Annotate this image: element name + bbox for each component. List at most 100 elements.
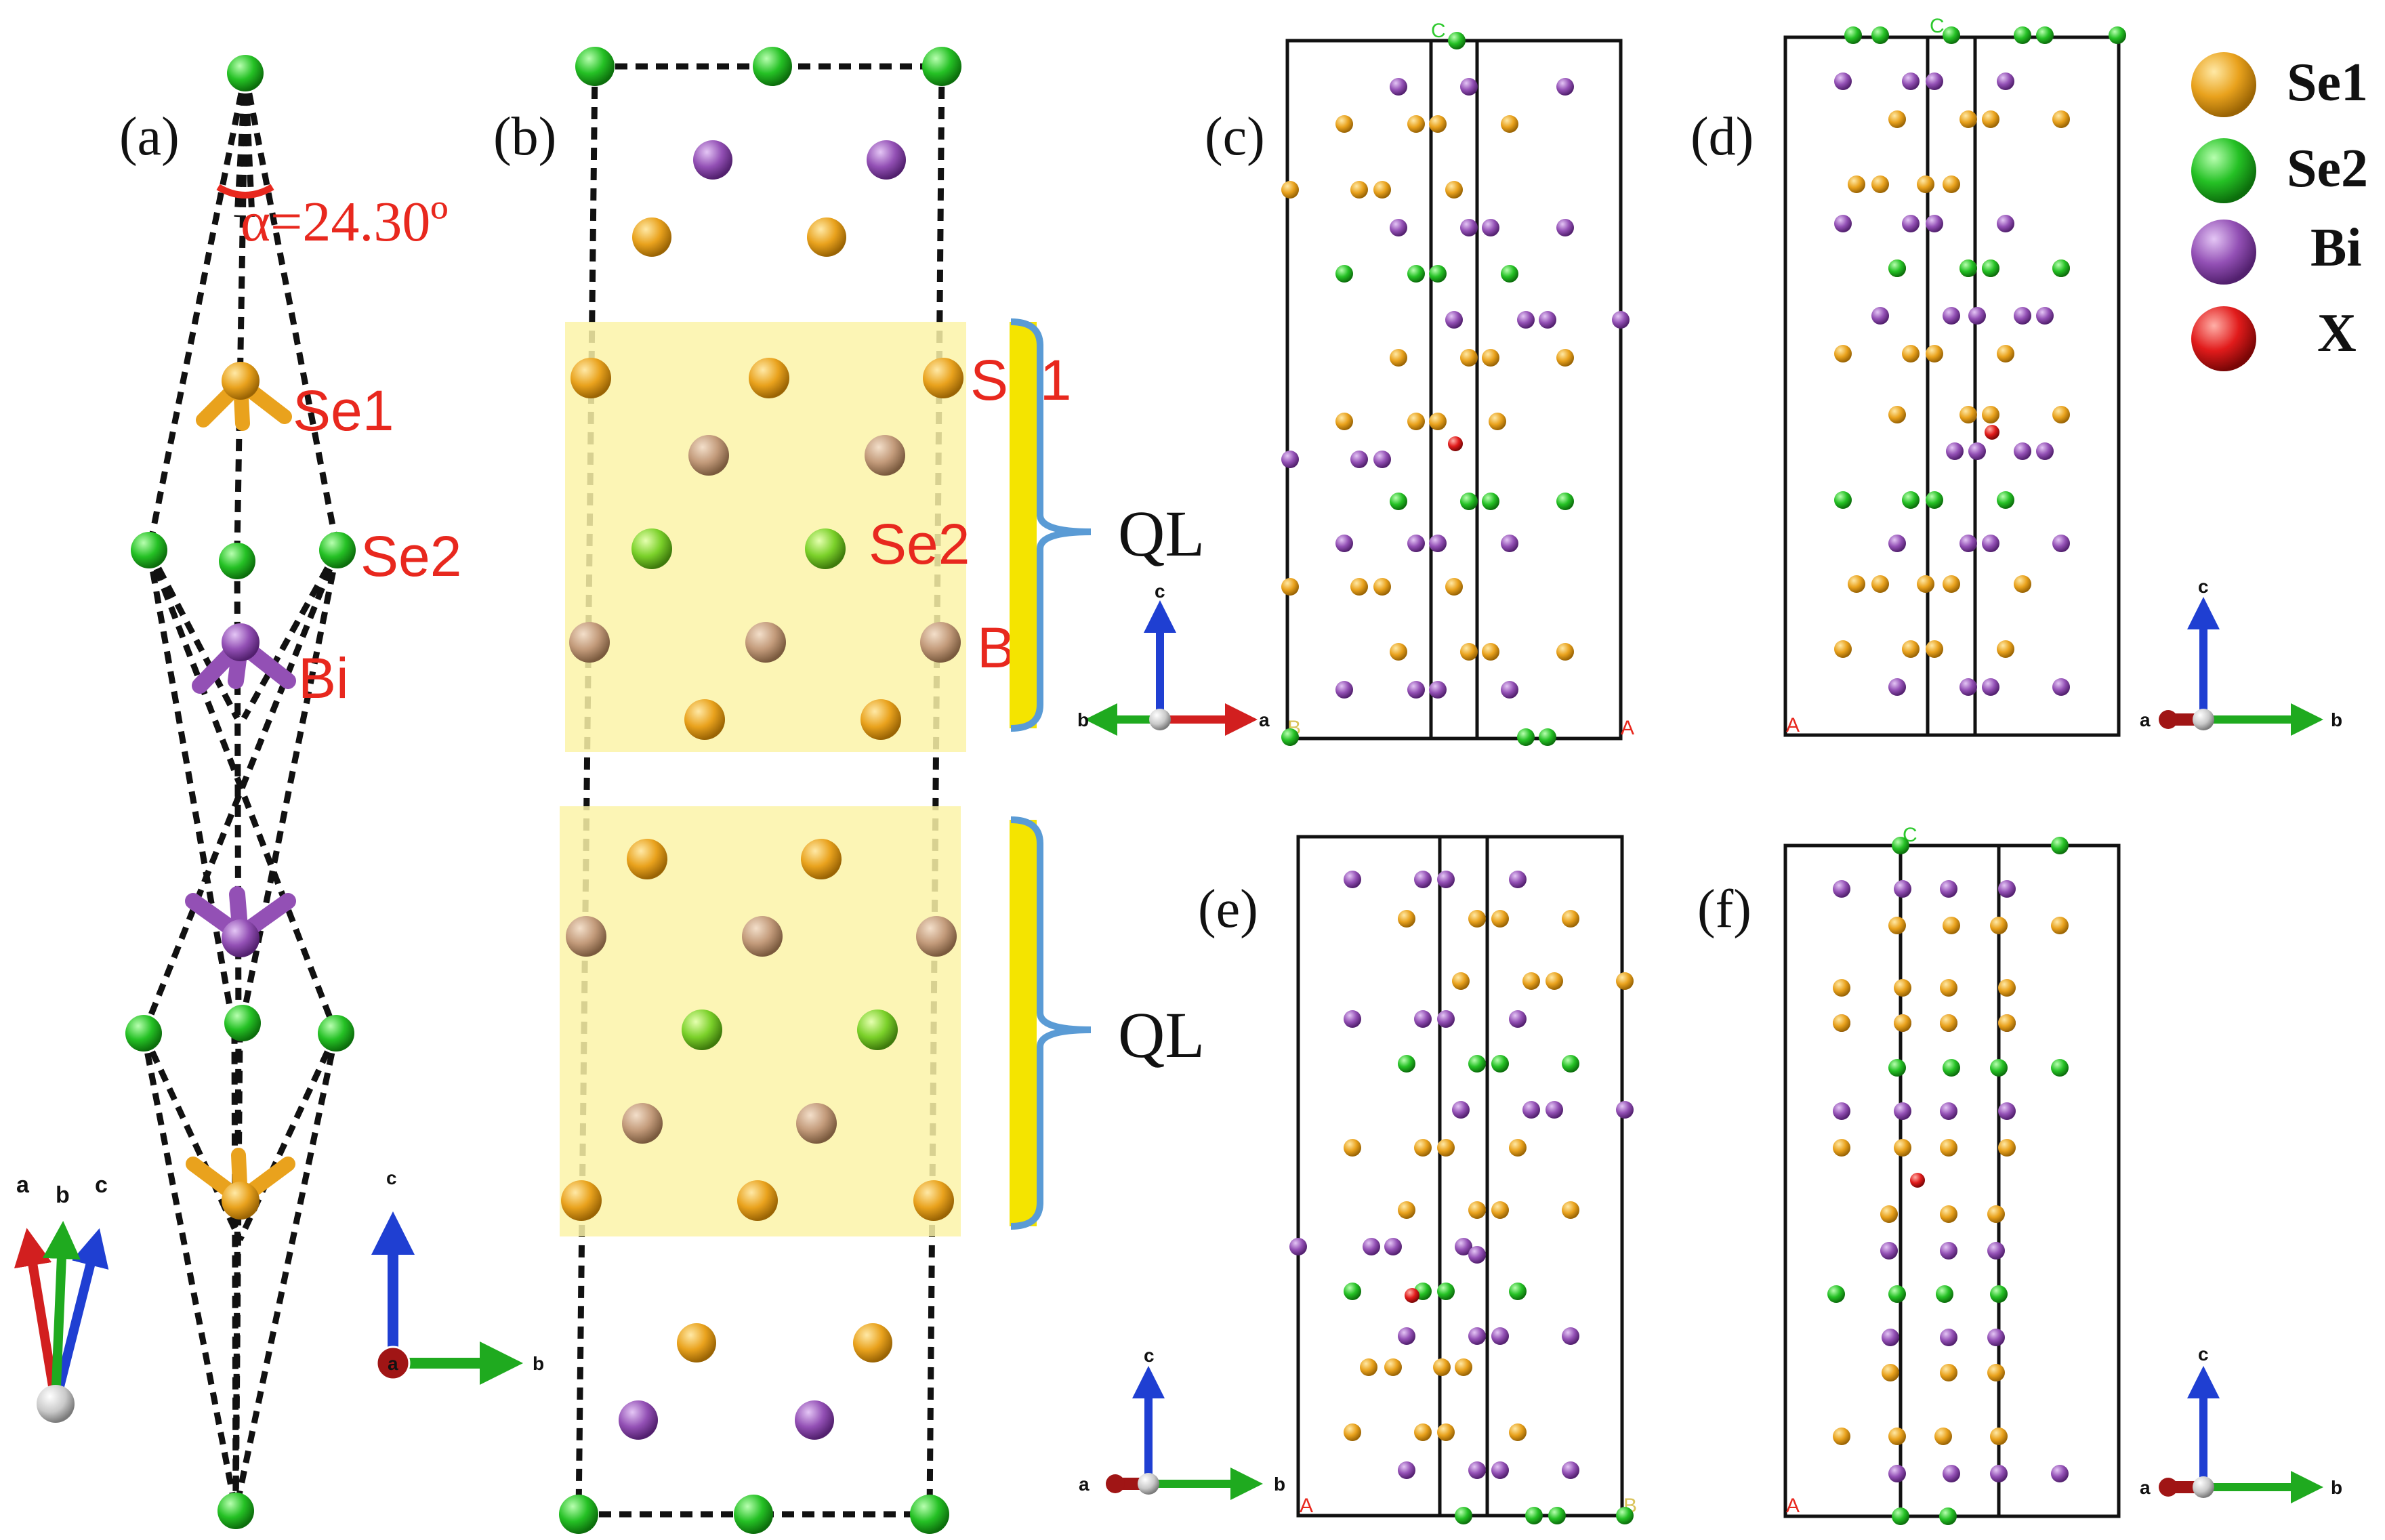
- se2-atom: [1827, 1285, 1845, 1303]
- se2-atom: [319, 532, 356, 568]
- bi-atom: [920, 622, 961, 663]
- bi-atom: [1612, 311, 1630, 329]
- se1-atom: [1997, 345, 2014, 362]
- panel-d: (d) C A c a b: [1691, 15, 2342, 737]
- axis-label-b: b: [1077, 709, 1089, 730]
- se1-atom: [1990, 917, 2008, 934]
- bi-atom: [2052, 678, 2070, 696]
- axis-label-a: a: [1079, 1474, 1090, 1495]
- bi-atom: [1455, 1238, 1472, 1255]
- bi-atom: [1460, 219, 1478, 236]
- se1-atom: [1482, 643, 1499, 661]
- se2-atom: [1455, 1507, 1472, 1524]
- bi-atom: [2014, 442, 2031, 460]
- se1-atom: [1522, 972, 1540, 990]
- se1-atom: [1556, 349, 1574, 367]
- legend-label: Se1: [2287, 53, 2368, 112]
- se1-atom-upper: [196, 362, 292, 431]
- bi-atom: [1437, 871, 1455, 888]
- bi-atom: [1289, 1238, 1307, 1255]
- x-atom: [1910, 1173, 1925, 1188]
- bi-atom: [1833, 1102, 1850, 1120]
- se2-atom: [1902, 491, 1920, 509]
- se1-atom: [801, 839, 842, 879]
- panel-f: (f) C A c a b: [1697, 824, 2342, 1525]
- se1-atom: [1926, 345, 1943, 362]
- supercell-outline: [1285, 39, 1623, 741]
- bi-atom: [1556, 78, 1574, 96]
- atoms-f: [1827, 837, 2069, 1525]
- se2-atom: [910, 1495, 949, 1534]
- bi-atom: [867, 140, 906, 180]
- axis-label-b: b: [2331, 709, 2342, 730]
- axis-label-a: a: [16, 1172, 30, 1198]
- se1-atom: [677, 1323, 716, 1362]
- se2-atom: [2052, 259, 2070, 277]
- bi-atom: [1982, 678, 1999, 696]
- se2-atom: [217, 1493, 254, 1529]
- cell-corner-label: A: [1300, 1495, 1313, 1517]
- se1-atom: [1894, 1139, 1911, 1157]
- bi-atom: [1940, 880, 1957, 898]
- se1-atom: [1562, 910, 1579, 928]
- se2-atom: [1871, 26, 1889, 44]
- se1-atom: [1834, 345, 1852, 362]
- bi-atom: [1452, 1101, 1470, 1119]
- cell-corner-label: C: [1431, 20, 1446, 42]
- se1-atom: [1833, 1014, 1850, 1032]
- bi-atom: [1539, 311, 1556, 329]
- se2-atom: [1556, 493, 1574, 510]
- se2-atom: [1344, 1283, 1361, 1300]
- bi-atom: [1398, 1461, 1415, 1479]
- bi-atom: [1445, 311, 1463, 329]
- se1-atom: [2052, 110, 2070, 128]
- se1-atom: [1437, 1423, 1455, 1441]
- panel-b-label: (b): [493, 107, 556, 167]
- se2-atom: [1990, 1059, 2008, 1077]
- se2-atom: [1982, 259, 1999, 277]
- bi-atom: [1959, 678, 1977, 696]
- se1-atom: [1335, 413, 1353, 430]
- axis-triad-c: c b a: [1077, 581, 1270, 736]
- se1-atom: [1834, 640, 1852, 658]
- bi-atom: [916, 916, 957, 957]
- se2-atom: [575, 47, 615, 86]
- bi-atom: [1384, 1238, 1402, 1255]
- se1-atom: [1934, 1428, 1952, 1445]
- cell-corner-label: A: [1621, 717, 1634, 739]
- se2-atom: [1482, 493, 1499, 510]
- se2-atom: [1888, 1285, 1906, 1303]
- se1-atom: [1848, 575, 1865, 593]
- se2-atom: [1491, 1055, 1509, 1073]
- bi-atom: [1429, 681, 1447, 699]
- bi-atom: [1509, 871, 1527, 888]
- axis-label-c: c: [2198, 576, 2209, 597]
- bi-atom: [569, 622, 610, 663]
- se2-atom: [1990, 1285, 2008, 1303]
- bi-atom: [688, 435, 729, 476]
- se1-atom: [1429, 413, 1447, 430]
- se1-atom: [1350, 181, 1368, 199]
- axis-label-c: c: [1144, 1345, 1155, 1366]
- se2-atom: [753, 47, 792, 86]
- axis-label-a: a: [1259, 709, 1270, 730]
- axis-triad-d: c a b: [2140, 576, 2342, 736]
- bi-atom: [1834, 215, 1852, 232]
- bi-atom: [1894, 880, 1911, 898]
- se2-label-b: Se2: [869, 512, 970, 576]
- bi-atom: [1902, 72, 1920, 90]
- se1-atom: [1281, 181, 1299, 199]
- x-atom: [1448, 436, 1463, 451]
- bi-atom: [1398, 1327, 1415, 1345]
- bi-atom: [1335, 535, 1353, 552]
- bi-atom: [1888, 535, 1906, 552]
- se1-atom: [1546, 972, 1563, 990]
- se1-atom: [571, 358, 611, 398]
- se2-label-a: Se2: [360, 524, 461, 588]
- se2-atom: [1888, 1059, 1906, 1077]
- supercell-outline: [1296, 835, 1624, 1518]
- axis-label-b: b: [1274, 1474, 1285, 1495]
- se1-atom-lower: [186, 1148, 295, 1220]
- legend-swatch-se1: [2191, 52, 2256, 117]
- se1-atom: [627, 839, 667, 879]
